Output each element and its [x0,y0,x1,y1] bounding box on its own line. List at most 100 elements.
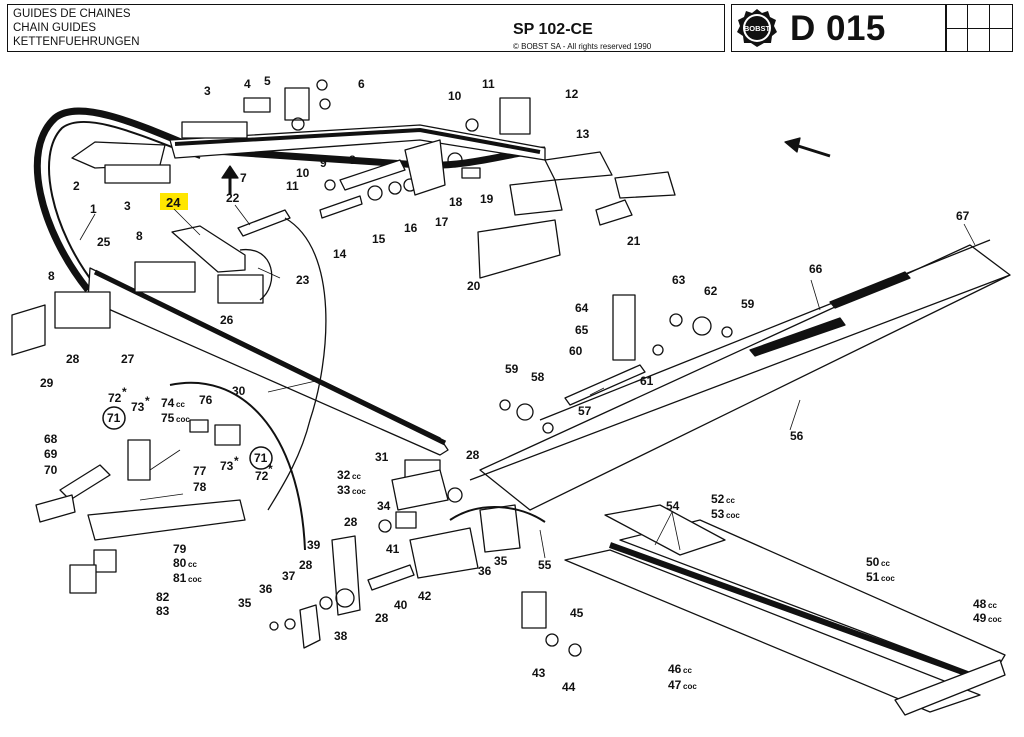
part-label-73: 73 [131,400,145,414]
part-label-72: 72 [108,391,122,405]
suffix-cc: cc [352,472,361,481]
part-label-14: 14 [333,247,347,261]
part-label-54: 54 [666,499,680,513]
part-28-washer [378,519,392,533]
suffix-cc: cc [726,496,735,505]
part-label-36: 36 [259,582,273,596]
revision-cell [946,5,968,29]
part-label-8: 8 [48,269,55,283]
part-30-cable [267,217,327,511]
chain-guide-inner-edge [48,120,201,286]
suffix-coc: coc [726,511,740,520]
part-label-19: 19 [480,192,494,206]
part-56-guide-plate [479,244,1011,511]
part-29-block [11,304,46,356]
part-58-bolt-head [516,403,534,421]
part-label-13: 13 [576,127,590,141]
part-label-30: 30 [232,384,246,398]
part-42-block [409,527,479,579]
part-label-42: 42 [418,589,432,603]
part-label-36: 36 [478,564,492,578]
part-label-81: 81 [173,571,187,585]
part-label-37: 37 [282,569,296,583]
part-40-bolt [367,564,415,591]
part-label-28: 28 [375,611,389,625]
leader-line [79,213,96,241]
revision-cell [946,29,968,51]
suffix-coc: coc [176,415,190,424]
part-3-block-upper [181,121,248,139]
leader-line [149,449,181,471]
part-63-washer [669,313,683,327]
part-label-3: 3 [204,84,211,98]
part-73-holder [127,439,151,481]
part-label-53: 53 [711,507,725,521]
upper-guide-strip [174,128,541,154]
part-label-59: 59 [741,297,755,311]
part-label-55: 55 [538,558,552,572]
exploded-parts-diagram: 1 2 3 3 4 5 6 7 8 8 8 9 10 10 11 11 12 1… [11,74,1011,716]
part-label-11: 11 [286,179,299,193]
suffix-cc: cc [988,601,997,610]
part-label-74: 74 [161,396,175,410]
suffix-cc: cc [176,400,185,409]
part-22-shaft [237,209,291,237]
part-label-20: 20 [467,279,481,293]
part-label-71-left: 71 [107,411,121,425]
part-36-washer [284,618,296,630]
part-76-block [189,419,209,433]
page-code: D 015 [790,9,886,48]
part-label-32: 32 [337,468,351,482]
part-label-63: 63 [672,273,686,287]
part-label-22: 22 [226,191,240,205]
suffix-coc: coc [188,575,202,584]
part-35-ring [269,621,279,631]
callout-circle-71-right [249,446,273,470]
part-label-67: 67 [956,209,970,223]
part-label-28: 28 [344,515,358,529]
part-label-35: 35 [494,554,508,568]
part-label-10: 10 [448,89,462,103]
part-label-65: 65 [575,323,589,337]
part-label-6: 6 [358,77,365,91]
part-52-plate [604,504,726,556]
part-26-block [217,274,264,304]
part-67-strip [539,239,991,421]
part-43-washer [545,633,559,647]
part-37-bracket [299,604,321,649]
part-28-washer [319,596,333,610]
part-35-curve [449,506,546,523]
suffix-cc: cc [881,559,890,568]
part-label-83: 83 [156,604,170,618]
suffix-coc: coc [683,682,697,691]
part-82-plate [93,549,117,573]
part-60-rod [564,364,646,406]
part-label-80: 80 [173,556,187,570]
part-label-59: 59 [505,362,519,376]
part-label-82: 82 [156,590,170,604]
part-label-52: 52 [711,492,725,506]
part-label-45: 45 [570,606,584,620]
title-french: GUIDES DE CHAINES [13,8,131,20]
part-label-56: 56 [790,429,804,443]
leader-line [539,529,546,559]
part-16-washer [388,181,402,195]
part-38-gear [335,588,355,608]
detail-boundary-curve [169,381,306,551]
part-68-bracket [59,464,111,501]
part-label-8: 8 [349,153,356,167]
direction-arrow-left [794,143,831,158]
part-label-11: 11 [482,77,495,91]
part-25-plate [134,261,196,293]
part-73-holder-right [214,424,241,446]
title-german: KETTENFUEHRUNGEN [13,36,140,48]
part-label-60: 60 [569,344,583,358]
suffix-cc: cc [683,666,692,675]
part-label-58: 58 [531,370,545,384]
part-label-21: 21 [627,234,641,248]
part-17-bracket [404,139,446,196]
part-5-bracket [284,87,310,121]
part-label-73: 73 [220,459,234,473]
part-21-sleeve [595,199,633,226]
part-label-16: 16 [404,221,418,235]
